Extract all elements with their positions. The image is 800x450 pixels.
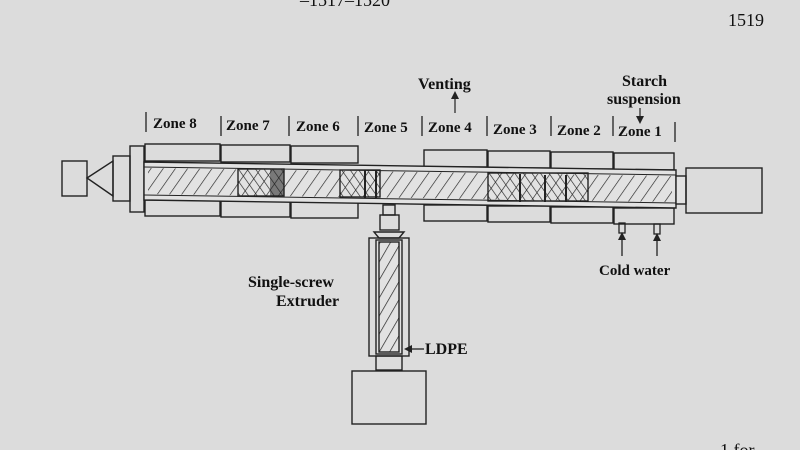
die-outlet (61, 145, 145, 213)
zone-1-label: Zone 1 (618, 124, 662, 140)
single-screw-label-line2: Extruder (276, 293, 339, 310)
ldpe-arrow-icon (404, 345, 424, 353)
header-cropped-bottom: 1 for (720, 440, 755, 450)
zone-5-label: Zone 5 (364, 120, 408, 136)
twin-screw-barrel (143, 161, 687, 209)
ldpe-label: LDPE (425, 341, 468, 358)
venting-arrow-icon (451, 91, 459, 113)
starch-arrow-icon (636, 108, 644, 124)
zone-separators (145, 112, 676, 142)
drive-motor-box (685, 167, 763, 214)
header-cropped-top: –1517–1520 (299, 0, 390, 10)
zone-2-label: Zone 2 (557, 123, 601, 139)
single-screw-extruder (351, 204, 427, 425)
barrel-top-heaters (144, 143, 675, 171)
starch-label-line2: suspension (607, 91, 681, 108)
zone-7-label: Zone 7 (226, 118, 270, 134)
page-number: 1519 (728, 10, 764, 30)
starch-label-line1: Starch (622, 73, 667, 90)
cold-water-arrow-icon (618, 232, 661, 241)
zone-3-label: Zone 3 (493, 122, 537, 138)
single-screw-label-line1: Single-screw (248, 274, 334, 291)
zone-8-label: Zone 8 (153, 116, 197, 132)
zone-6-label: Zone 6 (296, 119, 340, 135)
zone-4-label: Zone 4 (428, 120, 472, 136)
cold-water-label: Cold water (599, 263, 671, 279)
venting-label: Venting (418, 76, 471, 93)
